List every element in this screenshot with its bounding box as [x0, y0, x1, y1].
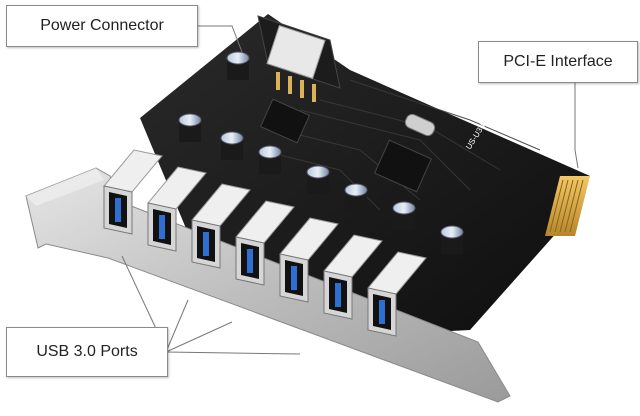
usb-port [103, 149, 163, 235]
capacitor [220, 131, 244, 160]
capacitor [392, 201, 416, 230]
pcie-edge-connector [545, 176, 590, 236]
crystal [404, 113, 436, 137]
usb-ports [103, 149, 427, 337]
usb-port [147, 166, 207, 252]
capacitor [344, 183, 368, 212]
pcie-interface-label: PCI-E Interface [478, 41, 638, 83]
metal-bracket [25, 167, 511, 403]
capacitor [440, 225, 464, 254]
power-connector-label: Power Connector [6, 5, 198, 47]
usb-port [279, 217, 339, 303]
usb-port [367, 251, 427, 337]
power-connector [257, 15, 341, 102]
capacitor [226, 51, 250, 80]
hub-chip [259, 98, 311, 144]
usb-port [191, 183, 251, 269]
usb-port [235, 200, 295, 286]
usb-ports-label: USB 3.0 Ports [6, 327, 168, 377]
capacitor [306, 165, 330, 194]
capacitors [178, 51, 464, 254]
capacitor [178, 113, 202, 142]
controller-chip [374, 139, 432, 193]
usb-port [323, 234, 383, 320]
capacitor [258, 145, 282, 174]
